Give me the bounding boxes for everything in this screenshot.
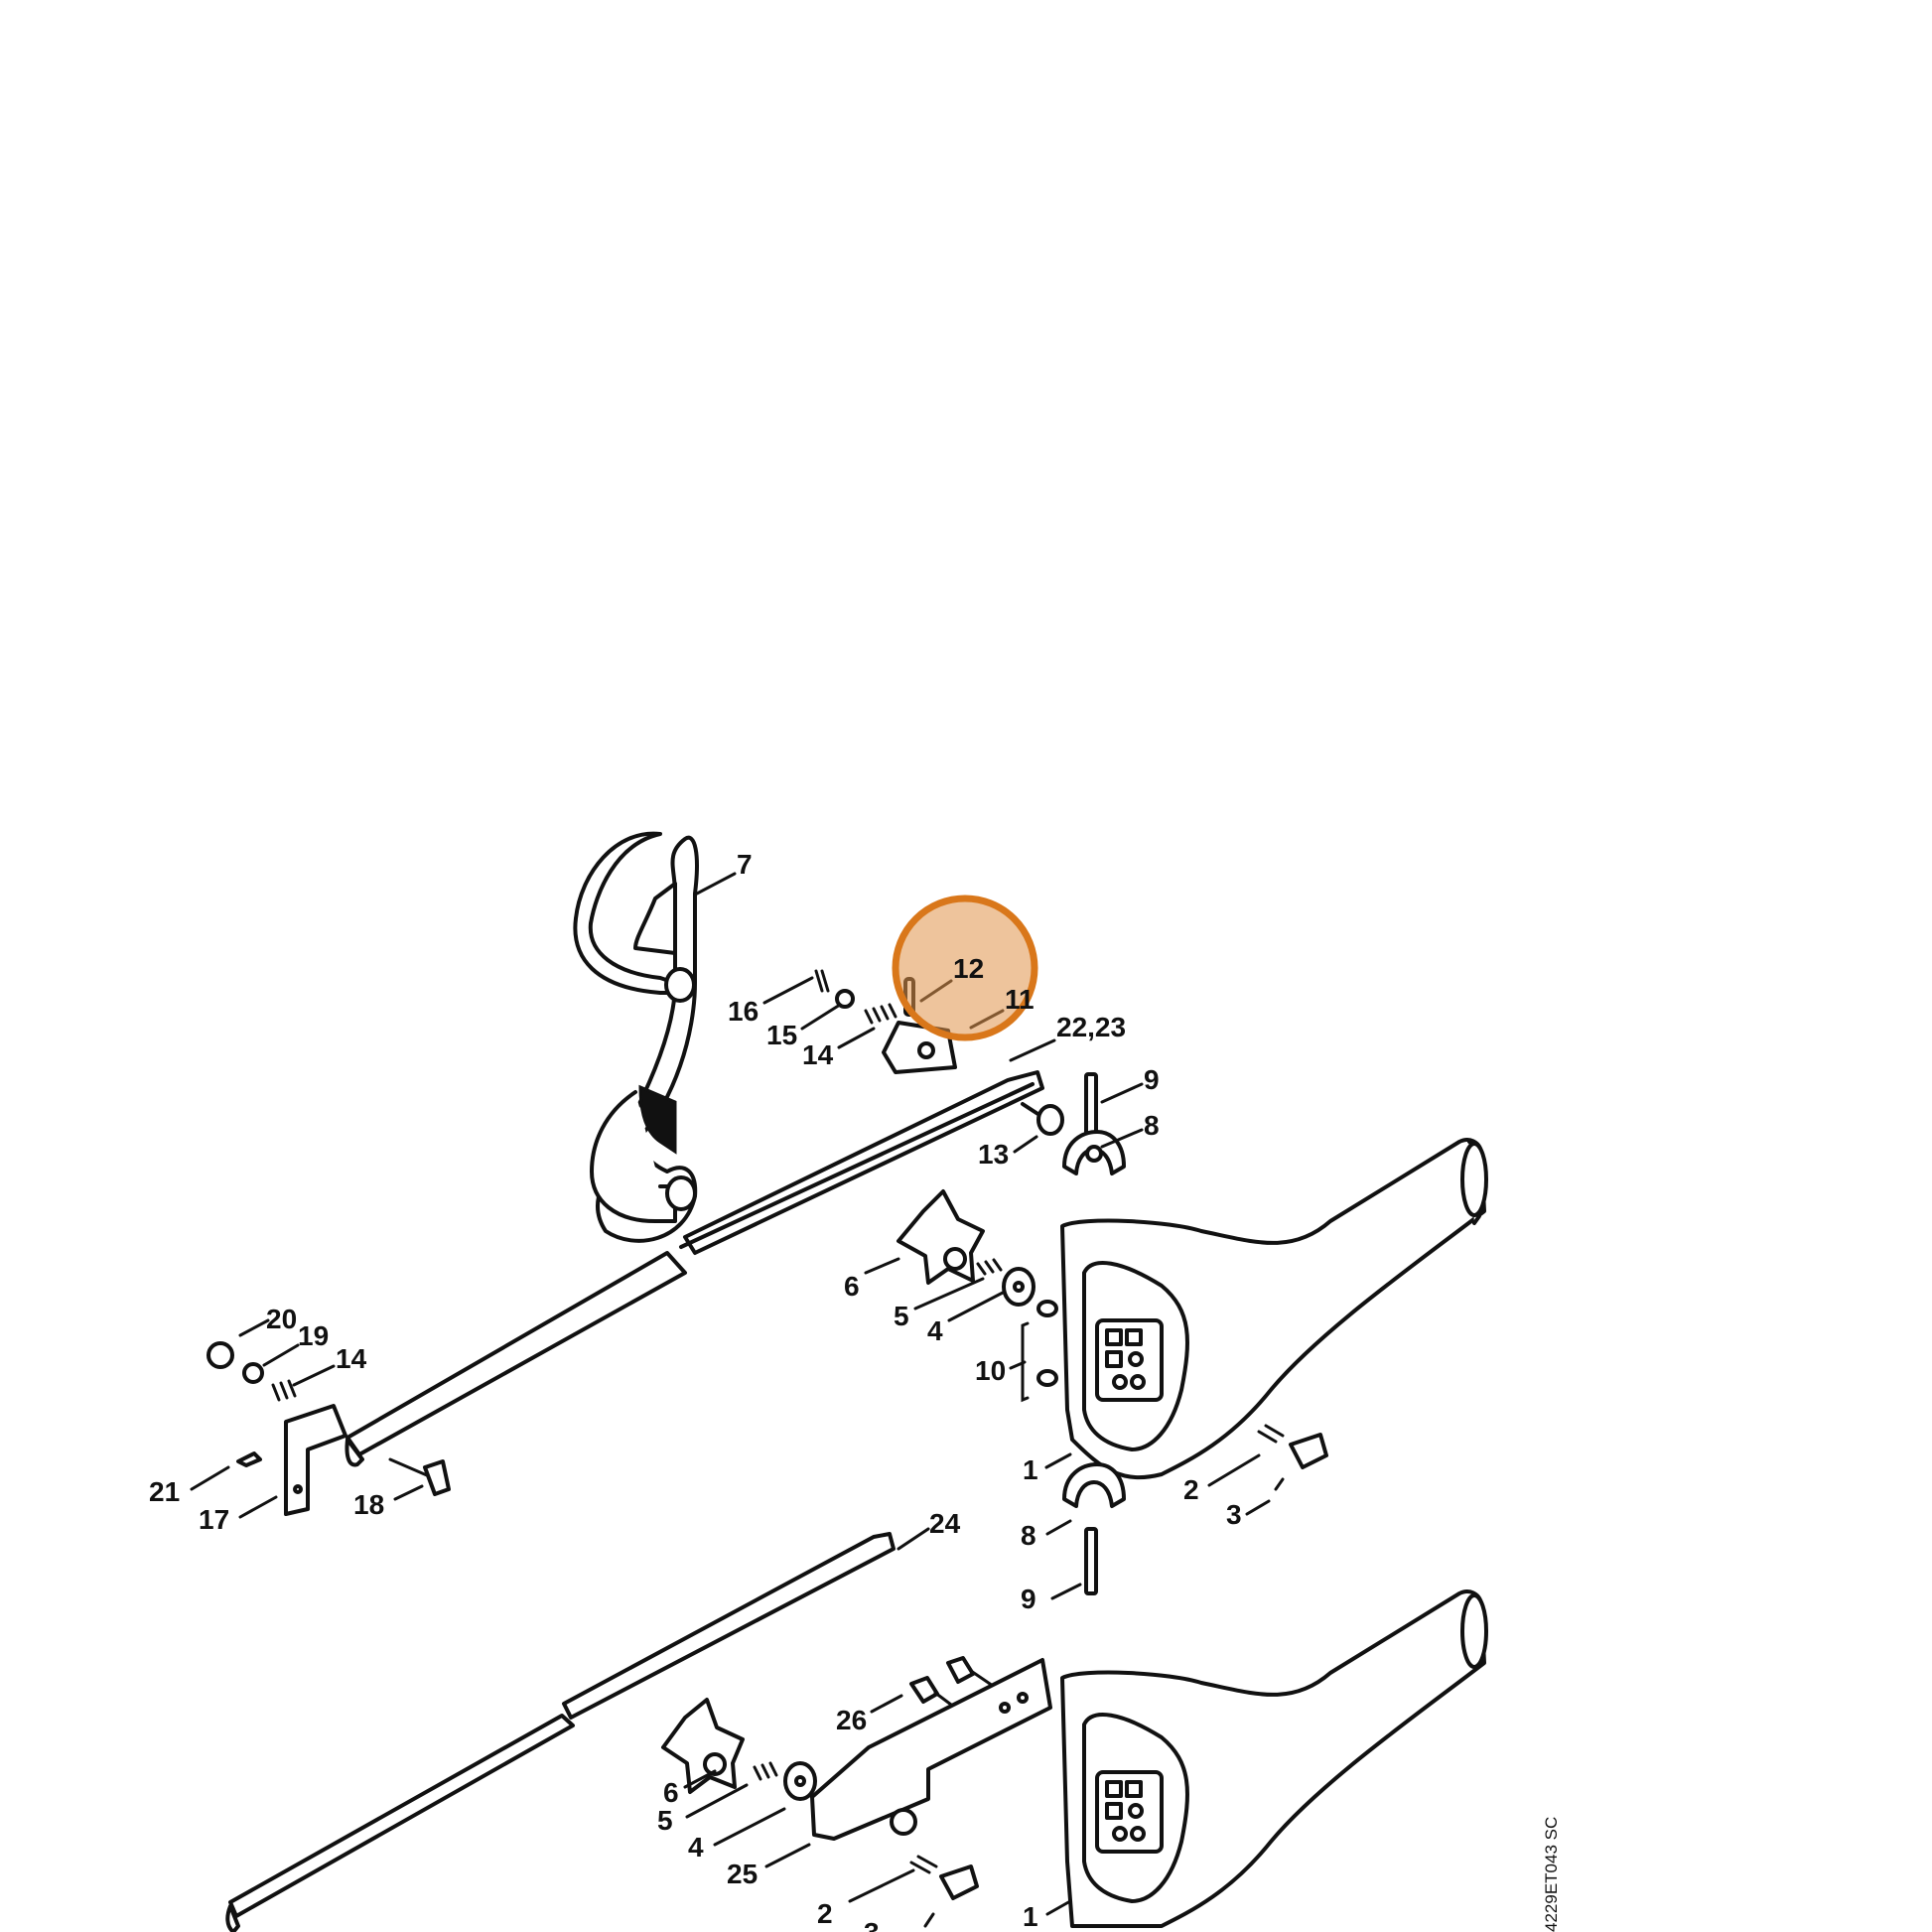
callout-3-top[interactable]: 3 <box>1226 1499 1242 1530</box>
hex-bolts-part <box>909 1656 995 1710</box>
upper-bar-part <box>345 1070 1044 1467</box>
callout-16[interactable]: 16 <box>728 996 759 1027</box>
callout-12[interactable]: 12 <box>953 953 984 984</box>
callout-8-bottom[interactable]: 8 <box>1021 1520 1036 1551</box>
callout-1-top[interactable]: 1 <box>1023 1454 1038 1485</box>
callout-20[interactable]: 20 <box>266 1304 297 1334</box>
callout-1-bottom[interactable]: 1 <box>1023 1901 1038 1932</box>
callout-4-bottom[interactable]: 4 <box>688 1832 704 1863</box>
callout-8-top[interactable]: 8 <box>1144 1110 1160 1141</box>
loop-handle-part <box>573 831 699 1243</box>
callout-21[interactable]: 21 <box>149 1476 180 1507</box>
bracket-group-part <box>207 1341 451 1516</box>
callout-15[interactable]: 15 <box>766 1020 797 1050</box>
drawing-code: 4229ET043 SC <box>1542 1817 1561 1932</box>
lower-saddle-part <box>1062 1462 1126 1595</box>
callout-9-top[interactable]: 9 <box>1144 1064 1160 1095</box>
callout-2-top[interactable]: 2 <box>1183 1474 1199 1505</box>
lower-bar-part <box>225 1532 896 1932</box>
callout-9-bottom[interactable]: 9 <box>1021 1584 1036 1614</box>
lower-grip-assembly-part <box>1060 1589 1488 1928</box>
callout-6-bottom[interactable]: 6 <box>663 1777 679 1808</box>
callout-2-bottom[interactable]: 2 <box>817 1898 833 1929</box>
callout-5-bottom[interactable]: 5 <box>657 1805 673 1836</box>
callout-24[interactable]: 24 <box>929 1508 961 1539</box>
callout-4-top[interactable]: 4 <box>927 1315 943 1346</box>
callout-6-top[interactable]: 6 <box>844 1271 860 1302</box>
callout-13[interactable]: 13 <box>978 1139 1009 1170</box>
highlight-circle[interactable] <box>892 895 1038 1041</box>
upper-knob-part <box>897 1189 1035 1307</box>
lower-knob-part <box>661 1698 817 1801</box>
callout-11[interactable]: 11 <box>1005 984 1035 1015</box>
upper-grip-assembly-part <box>1060 1138 1488 1480</box>
callout-25[interactable]: 25 <box>727 1859 758 1889</box>
upper-tbolt-part <box>1257 1424 1328 1491</box>
lower-tbolt-part <box>909 1855 979 1928</box>
bolt-13-part <box>1021 1102 1064 1136</box>
callout-5-top[interactable]: 5 <box>894 1301 909 1331</box>
spring-part <box>864 1003 897 1025</box>
mounting-plate-part <box>810 1658 1052 1841</box>
callout-18[interactable]: 18 <box>353 1489 384 1520</box>
upper-saddle-part <box>1062 1072 1126 1175</box>
callout-7[interactable]: 7 <box>737 849 753 880</box>
washer-part <box>835 989 855 1009</box>
callout-labels: 7 12 11 16 15 14 22,23 9 8 13 6 5 4 10 2… <box>149 849 1242 1932</box>
callout-14-top[interactable]: 14 <box>802 1039 834 1070</box>
callout-14-left[interactable]: 14 <box>336 1343 367 1374</box>
callout-3-bottom[interactable]: 3 <box>864 1917 880 1932</box>
callout-26[interactable]: 26 <box>836 1705 867 1735</box>
nuts-part <box>1021 1300 1058 1403</box>
callout-10[interactable]: 10 <box>975 1355 1006 1386</box>
callout-17[interactable]: 17 <box>199 1504 229 1535</box>
callout-19[interactable]: 19 <box>298 1320 329 1351</box>
callout-22-23[interactable]: 22,23 <box>1056 1012 1126 1042</box>
cotter-pin-part <box>814 969 830 993</box>
